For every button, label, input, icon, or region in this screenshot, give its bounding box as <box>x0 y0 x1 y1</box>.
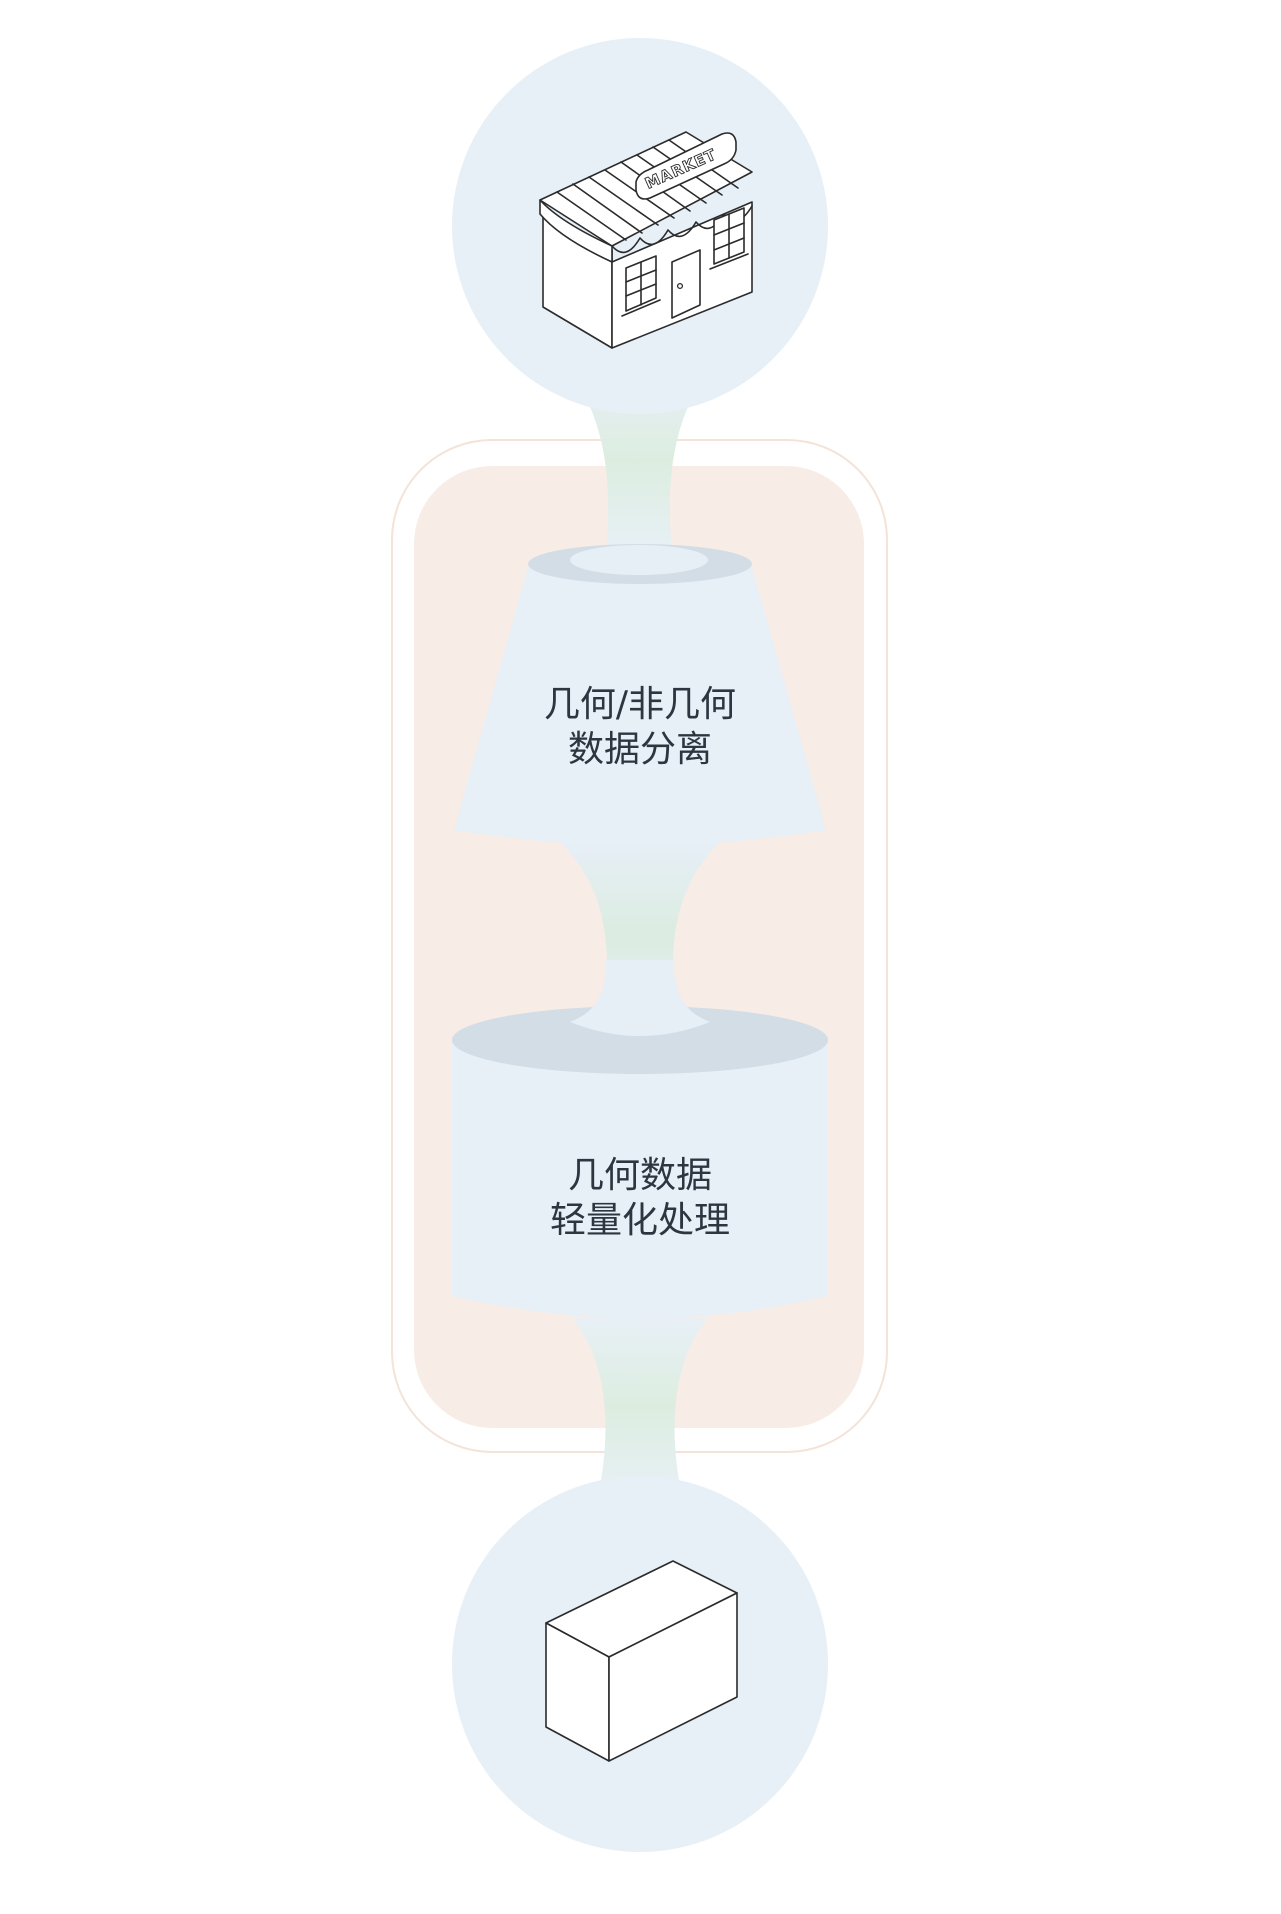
stage-1-inlet <box>570 545 708 575</box>
stage-2-label-line1: 几何数据 <box>568 1155 712 1196</box>
connector-stage1-to-stage2 <box>560 842 720 1030</box>
stage-1-label-line1: 几何/非几何 <box>544 684 736 725</box>
box-icon <box>545 1560 738 1762</box>
stage-2-top <box>452 1006 828 1074</box>
market-store-icon: MARKET <box>539 131 753 349</box>
connector-stage2-to-output <box>572 1318 708 1496</box>
stage-1-body <box>454 567 826 845</box>
connector-source-to-stage1 <box>568 370 710 552</box>
stage-2-node: 几何数据 轻量化处理 <box>452 960 828 1318</box>
stage-1-label-line2: 数据分离 <box>568 729 712 770</box>
stage-2-label-line2: 轻量化处理 <box>550 1200 730 1241</box>
stage-2-body <box>452 1040 828 1318</box>
stage-1-node: 几何/非几何 数据分离 <box>454 544 826 845</box>
stage-2-inlet <box>570 960 710 1036</box>
